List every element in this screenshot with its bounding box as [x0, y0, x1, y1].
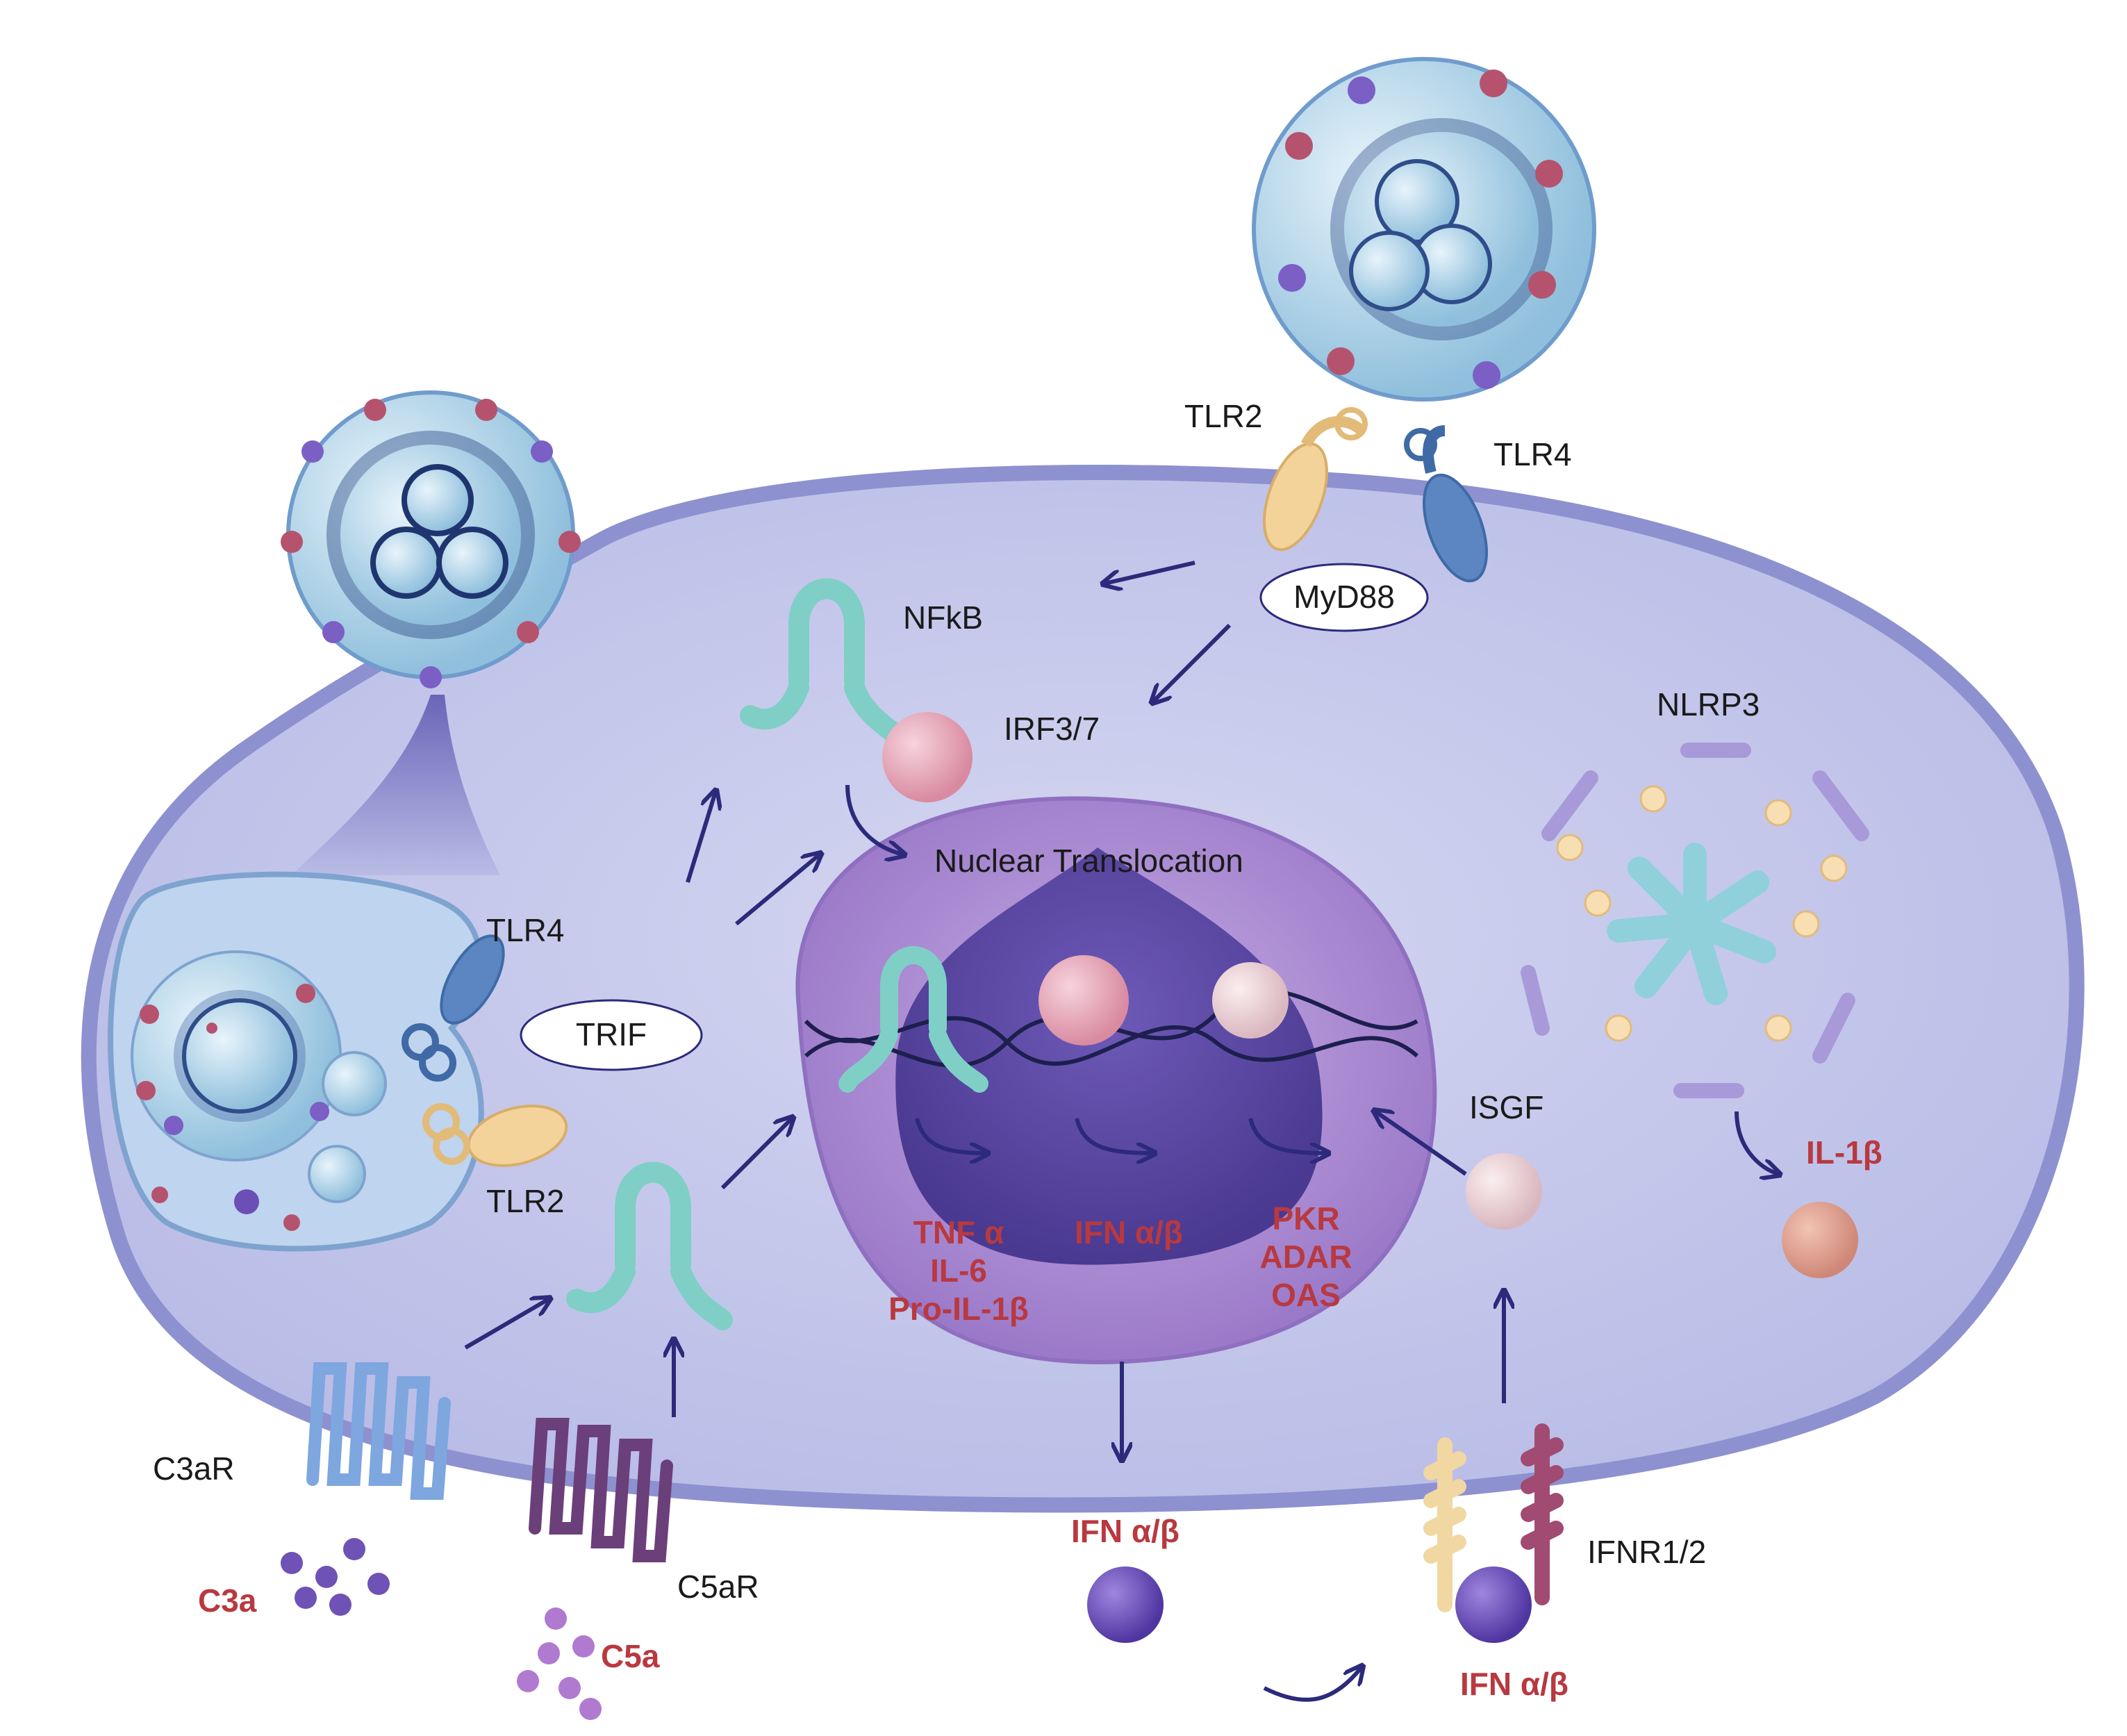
- irf37-label: IRF3/7: [1004, 711, 1100, 747]
- nfkb-label: NFkB: [903, 600, 983, 636]
- c5ar-receptor: [529, 1418, 673, 1562]
- c3ar-receptor: [306, 1362, 451, 1500]
- c5ar-label: C5aR: [677, 1569, 759, 1605]
- tlr2-label-left: TLR2: [486, 1183, 564, 1219]
- c5a-label: C5a: [601, 1638, 660, 1674]
- c5a-ligands: [517, 1607, 602, 1720]
- irf37-protein: [882, 712, 973, 802]
- product-oas: OAS: [1271, 1277, 1341, 1313]
- isgf-protein: [1466, 1153, 1542, 1230]
- endosome: [108, 695, 500, 1252]
- product-pro-il1b: Pro-IL-1β: [888, 1291, 1029, 1327]
- il1b-protein: [1782, 1202, 1858, 1278]
- tlr4-receptor-top: [1404, 425, 1488, 583]
- ifnr-receptor: [1423, 1423, 1564, 1612]
- tlr4-label-left: TLR4: [486, 912, 564, 948]
- product-pkr: PKR: [1272, 1200, 1339, 1237]
- nucleus-products-group2: IFN α/β: [1075, 1214, 1183, 1250]
- ifn-protein-bound: [1455, 1566, 1532, 1643]
- tlr2-label-top: TLR2: [1184, 398, 1262, 434]
- nuclear-translocation-label: Nuclear Translocation: [934, 843, 1243, 879]
- isgf-label: ISGF: [1469, 1089, 1543, 1125]
- product-ifn: IFN α/β: [1075, 1214, 1183, 1250]
- nfkb-protein-lower: [566, 1162, 733, 1330]
- lnp-top-left: [281, 390, 581, 688]
- ifnr-label: IFNR1/2: [1587, 1534, 1706, 1570]
- product-tnf: TNF α: [913, 1214, 1004, 1250]
- product-il6: IL-6: [930, 1253, 987, 1289]
- myd88-label: MyD88: [1293, 579, 1395, 615]
- nfkb-protein-nucleus: [838, 946, 988, 1093]
- tlr4-label-top: TLR4: [1493, 436, 1571, 472]
- irf37-protein-nucleus: [1038, 955, 1129, 1045]
- ifn-protein-released: [1087, 1566, 1164, 1643]
- trif-label: TRIF: [576, 1016, 647, 1052]
- lnp-endosome: [131, 950, 342, 1162]
- product-adar: ADAR: [1260, 1239, 1352, 1275]
- trif-oval: [520, 999, 703, 1071]
- signal-arrows: [464, 561, 1778, 1702]
- tlr2-receptor-left: [422, 1103, 568, 1167]
- c3ar-label: C3aR: [153, 1450, 235, 1487]
- ifn-label-released: IFN α/β: [1071, 1513, 1180, 1549]
- myd88-oval: [1259, 563, 1429, 632]
- nucleus-products-group1: TNF α IL-6 Pro-IL-1β: [888, 1214, 1029, 1327]
- c3a-ligands: [281, 1538, 390, 1616]
- nucleus-products-group3: PKR ADAR OAS: [1260, 1200, 1352, 1313]
- nlrp3-label: NLRP3: [1657, 686, 1760, 722]
- lnp-top-right: [1252, 57, 1596, 402]
- tlr4-receptor-left: [402, 934, 505, 1082]
- il1b-label: IL-1β: [1806, 1134, 1882, 1171]
- isgf-protein-nucleus: [1212, 962, 1289, 1039]
- nucleus: [795, 796, 1437, 1364]
- nlrp3-inflammasome: [1521, 743, 1869, 1098]
- tlr2-receptor-top: [1263, 407, 1368, 552]
- ifn-label-bound: IFN α/β: [1460, 1666, 1569, 1702]
- c3a-label: C3a: [198, 1582, 257, 1619]
